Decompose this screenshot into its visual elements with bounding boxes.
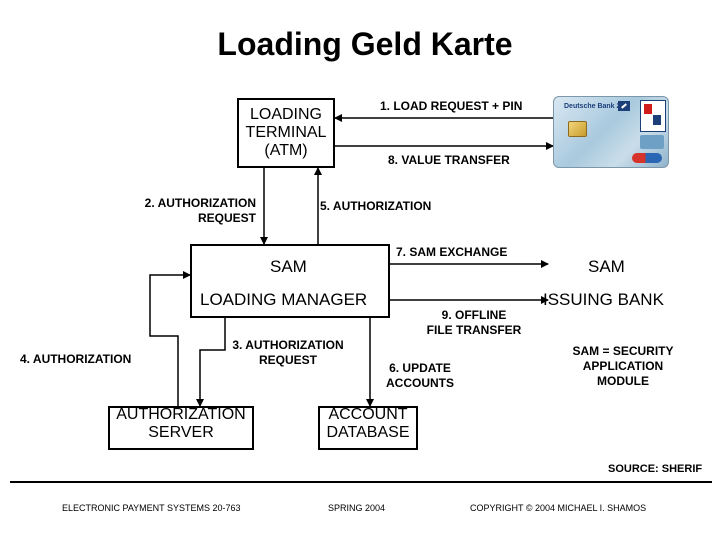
account-database-label: ACCOUNT DATABASE xyxy=(326,406,410,441)
sam-legend: SAM = SECURITY APPLICATION MODULE xyxy=(572,344,674,388)
authorization-server-box xyxy=(108,406,254,450)
label-step-4: 4. AUTHORIZATION xyxy=(20,352,132,366)
issuing-bank-label: ISSUING BANK xyxy=(543,290,664,309)
card-bank-name: Deutsche Bank 24 xyxy=(564,103,625,110)
hologram-icon xyxy=(640,135,664,149)
footer-course: ELECTRONIC PAYMENT SYSTEMS 20-763 xyxy=(62,503,241,513)
page-title: Loading Geld Karte xyxy=(217,26,513,62)
label-step-5: 5. AUTHORIZATION xyxy=(320,199,432,213)
loading-manager-sam-label: SAM xyxy=(270,257,307,276)
source-note: SOURCE: SHERIF xyxy=(608,463,703,475)
loading-manager-label: LOADING MANAGER xyxy=(200,290,368,309)
authorization-server-label: AUTHORIZATION SERVER xyxy=(116,406,246,441)
issuing-bank-sam-label: SAM xyxy=(588,257,625,276)
account-database-box xyxy=(318,406,418,450)
arrow-authorization-4 xyxy=(149,271,191,406)
footer-copyright: COPYRIGHT © 2004 MICHAEL I. SHAMOS xyxy=(470,503,647,513)
loading-terminal-box xyxy=(237,98,335,168)
geldkarte-card-image: Deutsche Bank 24 xyxy=(553,96,669,168)
ec-logo-icon xyxy=(640,100,666,132)
footer-divider xyxy=(10,481,712,483)
label-step-3: 3. AUTHORIZATION REQUEST xyxy=(232,338,344,367)
label-step-6: 6. UPDATE ACCOUNTS xyxy=(386,361,454,390)
bank-logo-icon xyxy=(618,101,630,111)
loading-terminal-label: LOADING TERMINAL (ATM) xyxy=(245,106,327,159)
label-step-1: 1. LOAD REQUEST + PIN xyxy=(380,99,523,113)
footer-term: SPRING 2004 xyxy=(328,503,386,513)
label-step-2: 2. AUTHORIZATION REQUEST xyxy=(144,196,256,225)
arrow-authorization-request-3 xyxy=(196,318,226,407)
loading-manager-box xyxy=(190,244,390,318)
maestro-logo-icon xyxy=(632,153,662,163)
label-step-9: 9. OFFLINE FILE TRANSFER xyxy=(426,308,522,337)
label-step-7: 7. SAM EXCHANGE xyxy=(396,245,508,259)
chip-icon xyxy=(568,121,587,137)
label-step-8: 8. VALUE TRANSFER xyxy=(388,153,510,167)
